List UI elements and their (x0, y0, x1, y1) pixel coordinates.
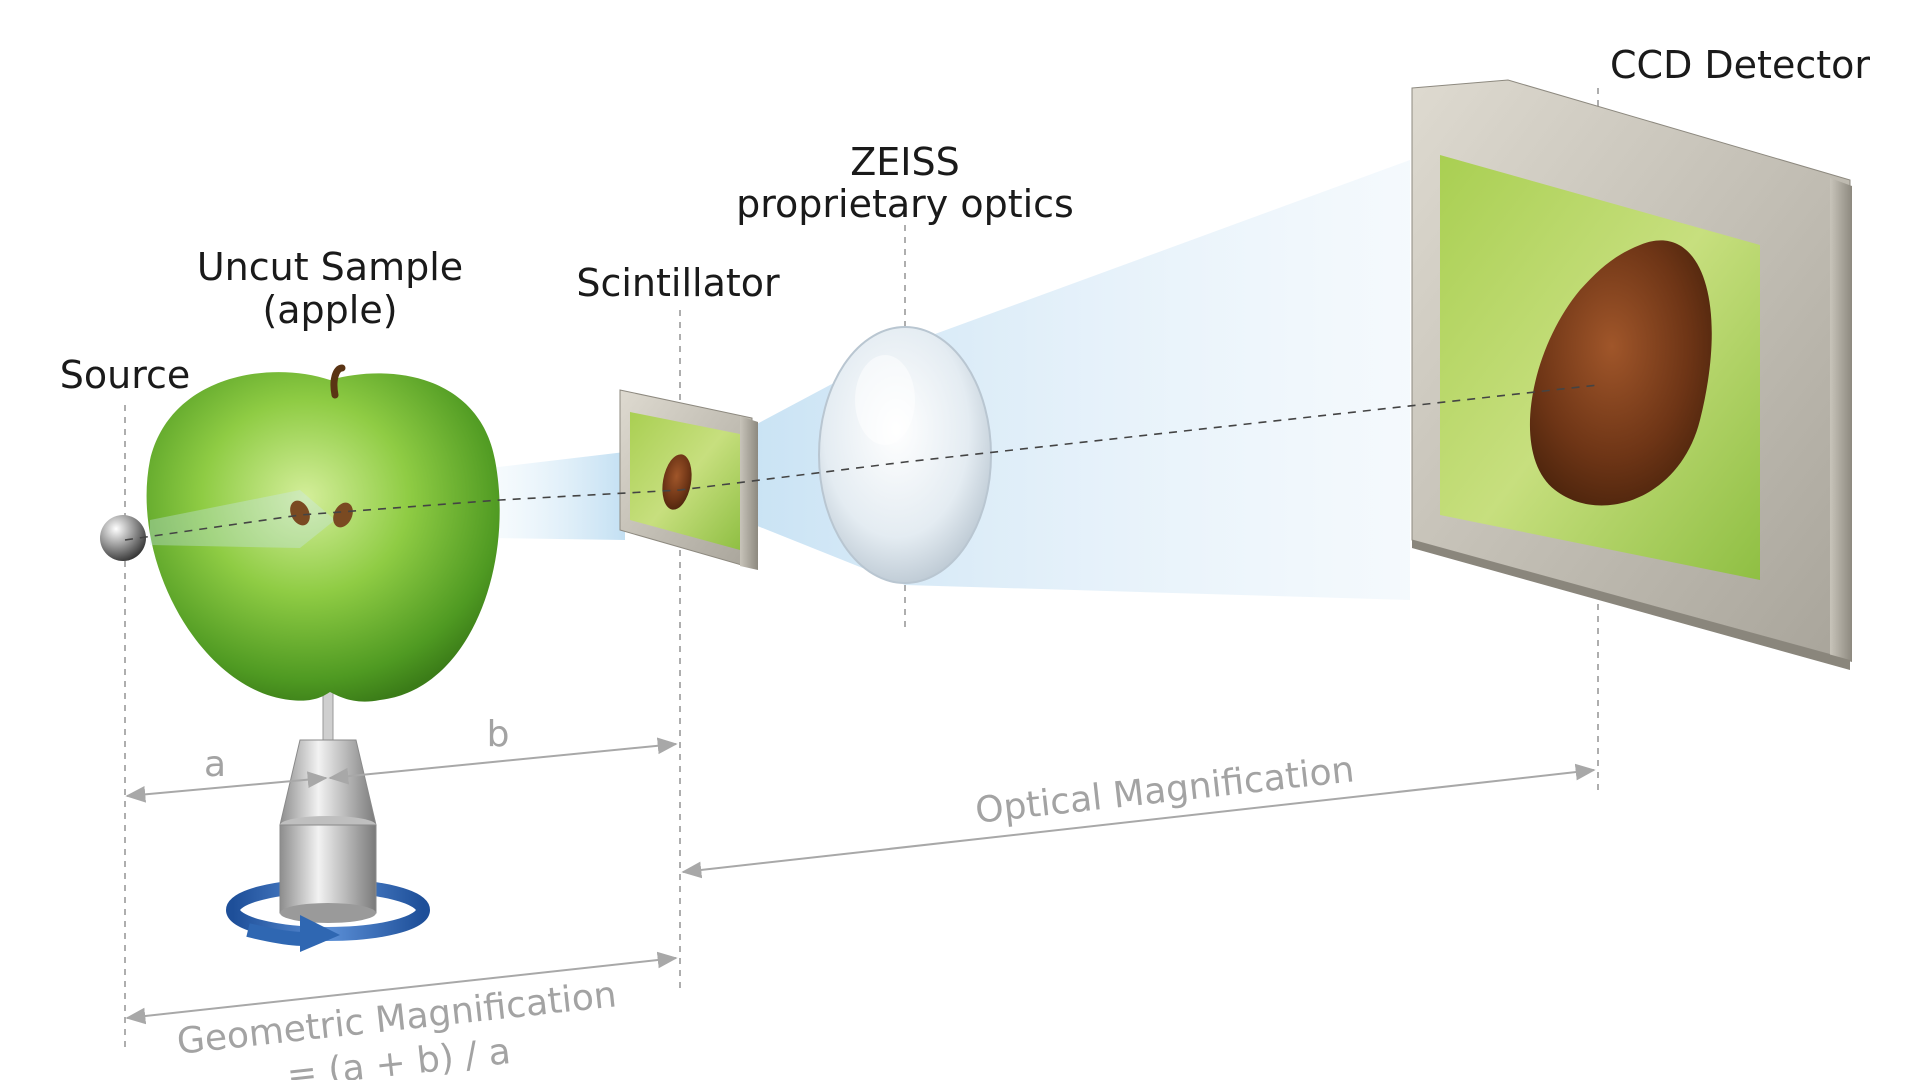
rotation-arrow-icon (300, 915, 340, 952)
xray-source (100, 515, 146, 561)
zeiss-lens (818, 326, 992, 584)
apple-stem (330, 364, 346, 399)
optics-label-line1: ZEISS (850, 140, 960, 184)
dimension-arrows (125, 737, 1596, 1025)
xray-beam-sample-to-scintillator (490, 452, 625, 540)
apple-sample (146, 364, 500, 702)
optical-axis (124, 384, 1599, 541)
optical-magnification-label: Optical Magnification (973, 749, 1356, 832)
dimension-b-arrow (328, 737, 678, 785)
apple-seed (333, 502, 353, 528)
detector-seed-image (1529, 240, 1712, 506)
apple-seed (290, 500, 310, 526)
scintillator-seed-image (662, 454, 692, 510)
sample-label-line2: (apple) (262, 288, 397, 332)
scintillator-plate (619, 389, 758, 570)
dimension-a-arrow (125, 771, 328, 803)
dimension-b-label: b (487, 714, 510, 755)
scintillator-label: Scintillator (576, 261, 780, 305)
geometric-magnification-arrow (125, 951, 678, 1025)
optics-label-line2: proprietary optics (736, 182, 1074, 226)
sample-label-line1: Uncut Sample (197, 245, 463, 289)
source-label: Source (60, 353, 191, 397)
rotation-stage (226, 689, 430, 952)
detector-label: CCD Detector (1610, 43, 1870, 87)
internal-beam (150, 490, 335, 548)
ccd-detector (1411, 79, 1852, 670)
dimension-a-label: a (204, 744, 226, 785)
optical-magnification-arrow (681, 763, 1596, 879)
